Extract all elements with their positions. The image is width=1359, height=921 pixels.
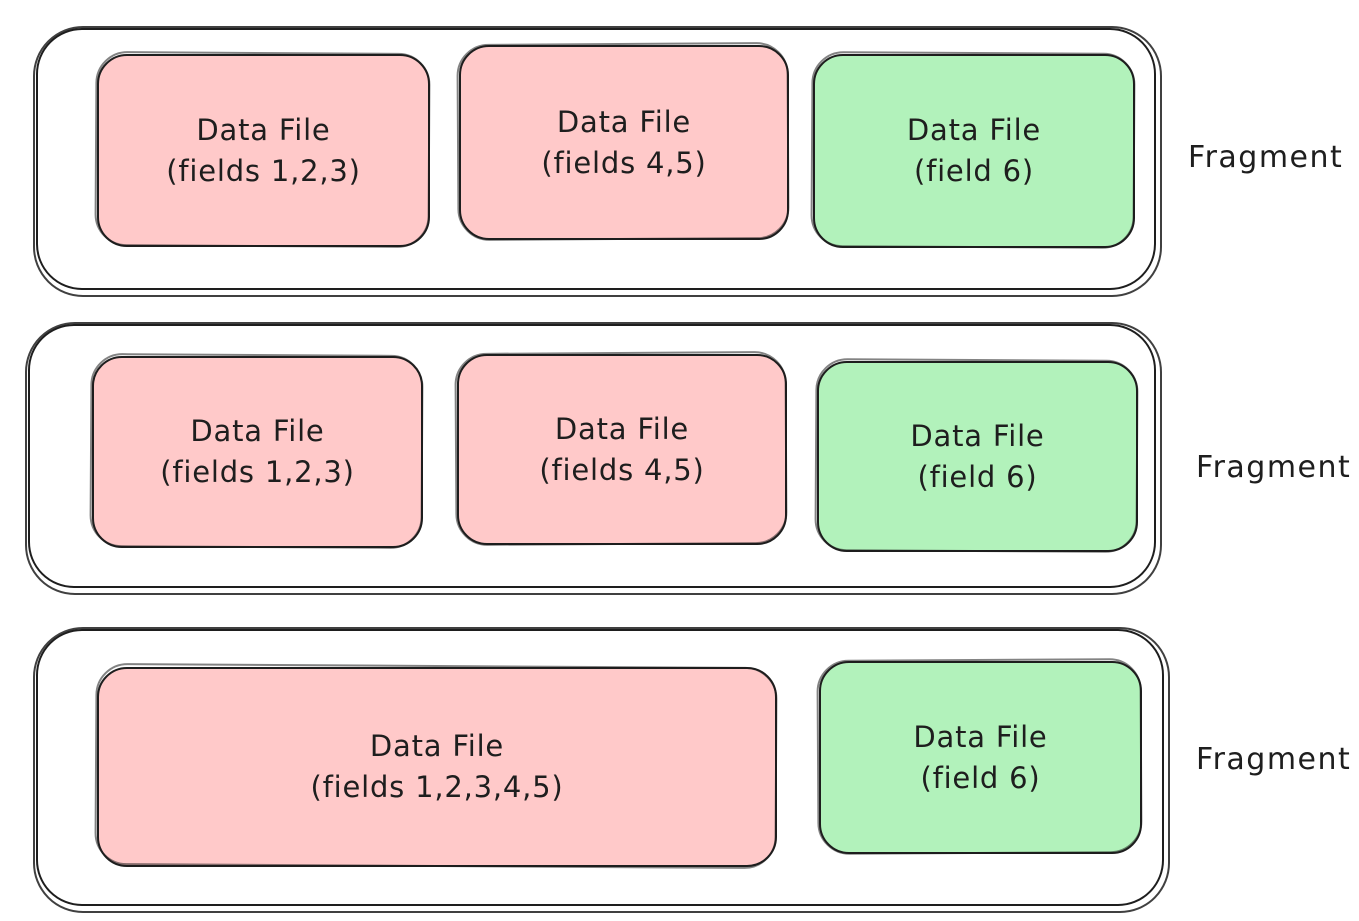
- fragment-label: Fragment: [1196, 450, 1352, 485]
- data-file-box: Data File (field 6): [817, 361, 1145, 558]
- data-file-title: Data File: [190, 414, 325, 449]
- data-file-title: Data File: [196, 112, 331, 147]
- data-file-title: Data File: [369, 729, 505, 764]
- fragment-label: Fragment: [1188, 140, 1344, 175]
- data-file-fields: (fields 4,5): [539, 452, 705, 487]
- data-file-fields: (field 6): [917, 459, 1038, 494]
- data-file-title: Data File: [913, 719, 1048, 754]
- data-file-fields: (fields 1,2,3,4,5): [310, 770, 564, 804]
- data-file-fields: (field 6): [920, 760, 1041, 795]
- data-file-fields: (fields 4,5): [541, 145, 707, 180]
- data-file-box: Data File (fields 1,2,3): [85, 349, 423, 548]
- fragment-label: Fragment: [1196, 742, 1352, 777]
- data-file-box: Data File (fields 1,2,3): [89, 53, 430, 247]
- data-file-box: Data File (fields 4,5): [450, 347, 787, 545]
- data-file-box: Data File (fields 4,5): [452, 38, 789, 240]
- data-file-fields: (fields 1,2,3): [166, 153, 361, 188]
- data-file-fields: (field 6): [913, 154, 1035, 188]
- fragment-container-3: Data File (fields 1,2,3,4,5) Data File (…: [33, 627, 1170, 913]
- data-file-title: Data File: [556, 104, 692, 139]
- data-file-box: Data File (field 6): [813, 661, 1142, 862]
- data-file-fields: (fields 1,2,3): [160, 455, 355, 489]
- fragment-container-1: Data File (fields 1,2,3) Data File (fiel…: [33, 26, 1162, 297]
- data-file-box: Data File (fields 1,2,3,4,5): [96, 659, 777, 867]
- data-file-title: Data File: [554, 411, 690, 446]
- fragment-container-2: Data File (fields 1,2,3) Data File (fiel…: [25, 322, 1162, 595]
- data-file-title: Data File: [910, 418, 1045, 453]
- data-file-box: Data File (field 6): [813, 54, 1142, 254]
- data-file-title: Data File: [906, 113, 1042, 148]
